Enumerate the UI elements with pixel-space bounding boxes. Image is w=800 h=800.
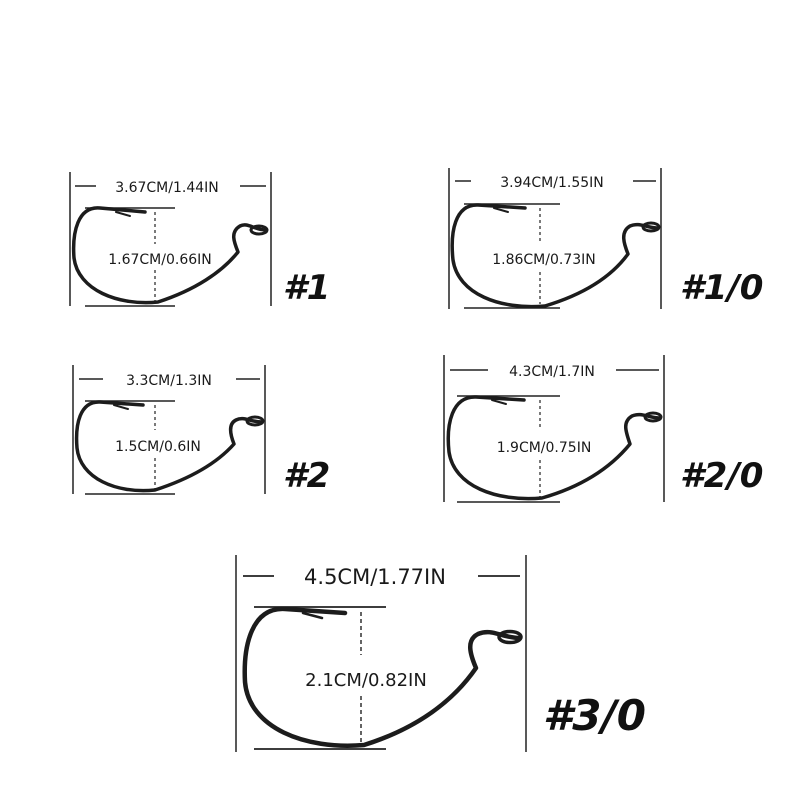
hook-barb [113, 404, 129, 410]
hook-barb [301, 611, 324, 620]
length-label: 4.5CM/1.77IN [304, 565, 446, 589]
hook-wire [450, 203, 660, 309]
hook-wire [242, 606, 523, 748]
length-label: 4.3CM/1.7IN [509, 364, 595, 380]
hook-group-2: 3.3CM/1.3IN 1.5CM/0.6IN #2 [72, 365, 330, 496]
hook-wire [74, 400, 264, 493]
hook-group-2-0: 4.3CM/1.7IN 1.9CM/0.75IN #2/0 [443, 355, 763, 503]
length-label: 3.67CM/1.44IN [115, 180, 219, 196]
hook-barb [115, 211, 131, 217]
length-label: 3.3CM/1.3IN [126, 373, 212, 389]
hook-wire [446, 395, 662, 501]
hook-wire [71, 206, 268, 305]
hook-eye [249, 224, 269, 236]
hook-eye [643, 411, 663, 423]
length-label: 3.94CM/1.55IN [500, 175, 604, 191]
size-label: #1/0 [680, 268, 763, 308]
hook-eye [497, 629, 523, 645]
hook-group-3-0: 4.5CM/1.77IN 2.1CM/0.82IN #3/0 [235, 555, 646, 752]
hook-barb [491, 399, 507, 405]
size-label: #3/0 [543, 691, 646, 740]
gap-label: 1.9CM/0.75IN [497, 440, 592, 456]
gap-label: 2.1CM/0.82IN [305, 670, 427, 691]
hook-eye [245, 415, 265, 427]
hook-group-1-0: 3.94CM/1.55IN 1.86CM/0.73IN #1/0 [448, 168, 763, 309]
hook-barb [493, 207, 509, 213]
gap-label: 1.86CM/0.73IN [492, 252, 596, 268]
hook-eye [641, 221, 661, 233]
size-label: #1 [283, 268, 330, 308]
gap-label: 1.67CM/0.66IN [108, 252, 212, 268]
gap-label: 1.5CM/0.6IN [115, 439, 201, 455]
size-label: #2 [283, 456, 330, 496]
size-label: #2/0 [680, 456, 763, 496]
hook-group-1: 3.67CM/1.44IN 1.67CM/0.66IN #1 [69, 172, 330, 308]
